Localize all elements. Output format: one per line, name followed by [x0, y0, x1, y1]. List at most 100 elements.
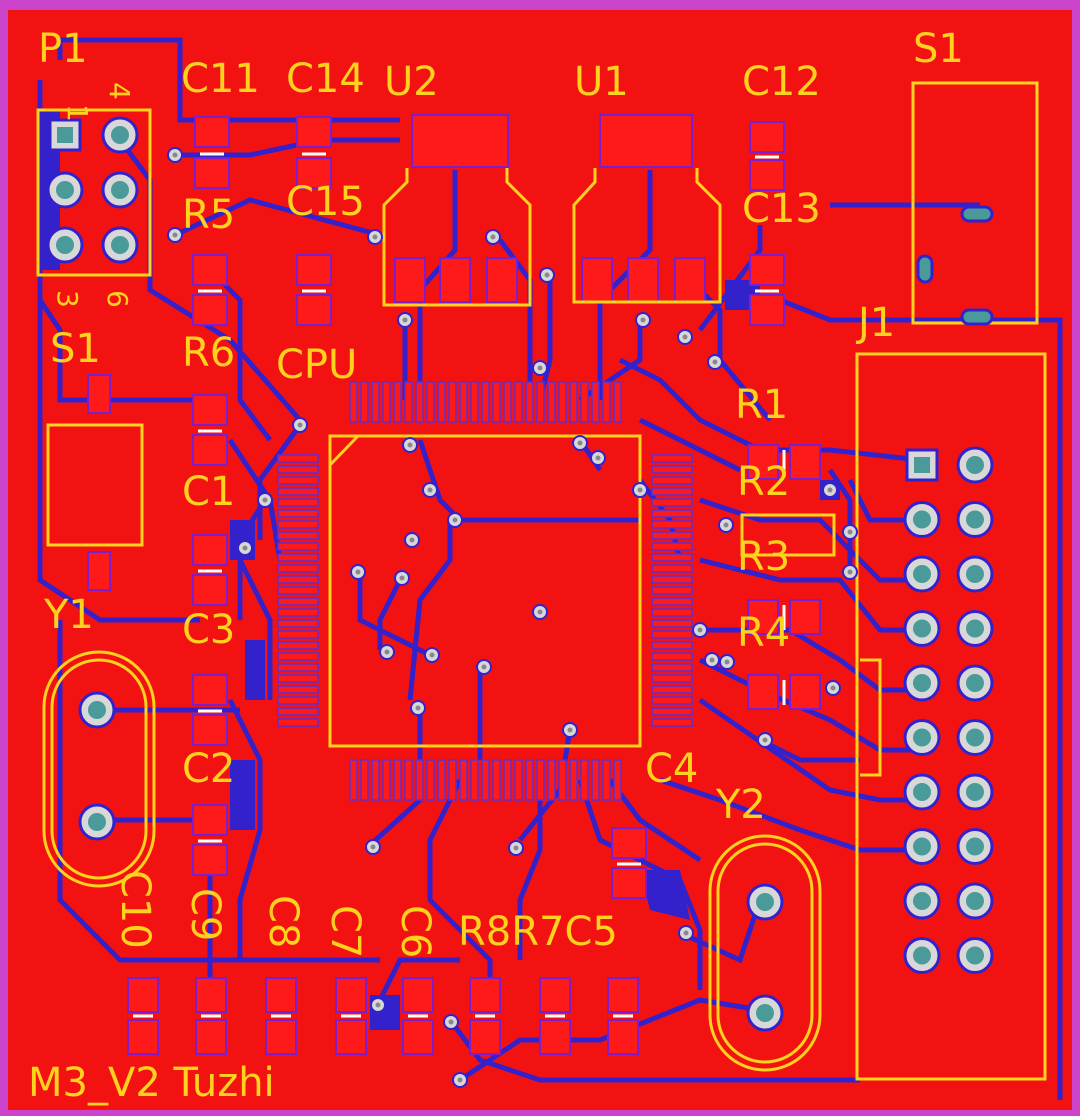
- via-hole: [513, 845, 519, 851]
- j1-pin-hole: [966, 783, 984, 801]
- cpu-pad-bottom: [459, 759, 468, 801]
- cpu-pad-bottom: [415, 759, 424, 801]
- cpu-pad-right: [651, 553, 693, 562]
- via-hole: [567, 727, 573, 733]
- smd-pads: [87, 114, 821, 1055]
- label-y2: Y2: [715, 782, 766, 828]
- label-u2: U2: [384, 59, 439, 105]
- via-hole: [723, 522, 729, 528]
- cpu-pad-right: [651, 619, 693, 628]
- cpu-pad-left: [277, 476, 319, 485]
- cpu-pad-bottom: [536, 759, 545, 801]
- label-c2: C2: [182, 746, 235, 792]
- cpu-pad-left: [277, 641, 319, 650]
- p1-pin-hole: [111, 126, 129, 144]
- j1-pin-hole: [913, 565, 931, 583]
- cpu-pad-right: [651, 674, 693, 683]
- via-hole: [242, 545, 248, 551]
- cpu-pad-bottom: [492, 759, 501, 801]
- cpu-pad-top: [580, 381, 589, 423]
- cpu-pad-top: [371, 381, 380, 423]
- label-c14: C14: [286, 56, 365, 102]
- label-c8: C8: [260, 895, 306, 948]
- p1-pin-hole: [56, 181, 74, 199]
- via-hole: [830, 685, 836, 691]
- cpu-pad-bottom: [558, 759, 567, 801]
- cpu-pad-left: [277, 586, 319, 595]
- cpu-pad-left: [277, 509, 319, 518]
- cpu-pad-right: [651, 531, 693, 540]
- cpu-pad-right: [651, 586, 693, 595]
- y1-pin-hole: [88, 701, 106, 719]
- cpu-pad-top: [393, 381, 402, 423]
- label-r6: R6: [182, 330, 235, 376]
- j1-pin-hole: [966, 837, 984, 856]
- cpu-pad-bottom: [591, 759, 600, 801]
- via-hole: [537, 365, 543, 371]
- via-hole: [827, 487, 833, 493]
- cpu-pad-top: [536, 381, 545, 423]
- j1-pin-hole: [913, 728, 931, 747]
- via-hole: [640, 317, 646, 323]
- label-r3: R3: [737, 534, 790, 580]
- j1-pin-hole: [913, 619, 931, 638]
- cpu-pad-right: [651, 641, 693, 650]
- cpu-pad-left: [277, 685, 319, 694]
- cpu-pad-right: [651, 718, 693, 727]
- via-hole: [595, 455, 601, 461]
- via-hole: [682, 334, 688, 340]
- label-r2: R2: [737, 459, 790, 505]
- cpu-pad-left: [277, 674, 319, 683]
- cpu-pad-left: [277, 630, 319, 639]
- cpu-pad-top: [547, 381, 556, 423]
- cpu-pad-right: [651, 520, 693, 529]
- label-r8r7c5: R8R7C5: [458, 909, 618, 955]
- cpu-pad-top: [404, 381, 413, 423]
- cpu-pad-bottom: [503, 759, 512, 801]
- cpu-pad-bottom: [547, 759, 556, 801]
- cpu-pad-left: [277, 553, 319, 562]
- s1-slot: [916, 254, 934, 284]
- label-c6: C6: [392, 905, 438, 958]
- via-hole: [172, 232, 178, 238]
- cpu-pad-bottom: [448, 759, 457, 801]
- cpu-pad-left: [277, 520, 319, 529]
- through-hole-pads: [46, 116, 994, 1032]
- cpu-pad-left: [277, 707, 319, 716]
- via-hole: [683, 930, 689, 936]
- cpu-pad-left: [277, 531, 319, 540]
- cpu-pad-bottom: [360, 759, 369, 801]
- cpu-pad-left: [277, 542, 319, 551]
- silkscreen-labels: P1 1 4 3 6 C11 C14 U2 U1 C12 S1 R5 C15 C…: [28, 26, 964, 1106]
- j1-pin-hole: [913, 783, 931, 801]
- cpu-pad-bottom: [613, 759, 622, 801]
- label-c4: C4: [645, 746, 698, 792]
- via-hole: [355, 569, 361, 575]
- j1-pin-hole: [913, 946, 931, 965]
- cpu-pad-bottom: [349, 759, 358, 801]
- cpu-pad-right: [651, 509, 693, 518]
- via-hole: [427, 487, 433, 493]
- via-hole: [537, 609, 543, 615]
- via-hole: [402, 317, 408, 323]
- label-c9: C9: [182, 888, 228, 941]
- component-polarity-marks: [133, 152, 786, 1018]
- via-hole: [375, 1002, 381, 1008]
- cpu-pad-right: [651, 476, 693, 485]
- via-hole: [399, 575, 405, 581]
- p1-pin-hole: [57, 127, 73, 143]
- label-p1-pin4: 4: [103, 82, 136, 100]
- via-hole: [712, 359, 718, 365]
- j1-pin-hole: [913, 892, 931, 910]
- cpu-pad-right: [651, 597, 693, 606]
- cpu-pad-right: [651, 663, 693, 672]
- cpu-pad-left: [277, 696, 319, 705]
- label-p1-pin1: 1: [61, 104, 94, 122]
- j1-pin-hole: [966, 565, 984, 583]
- vias: [167, 147, 858, 1088]
- label-c13: C13: [742, 186, 821, 232]
- cpu-pad-right: [651, 652, 693, 661]
- cpu-pad-top: [437, 381, 446, 423]
- cpu-pad-left: [277, 454, 319, 463]
